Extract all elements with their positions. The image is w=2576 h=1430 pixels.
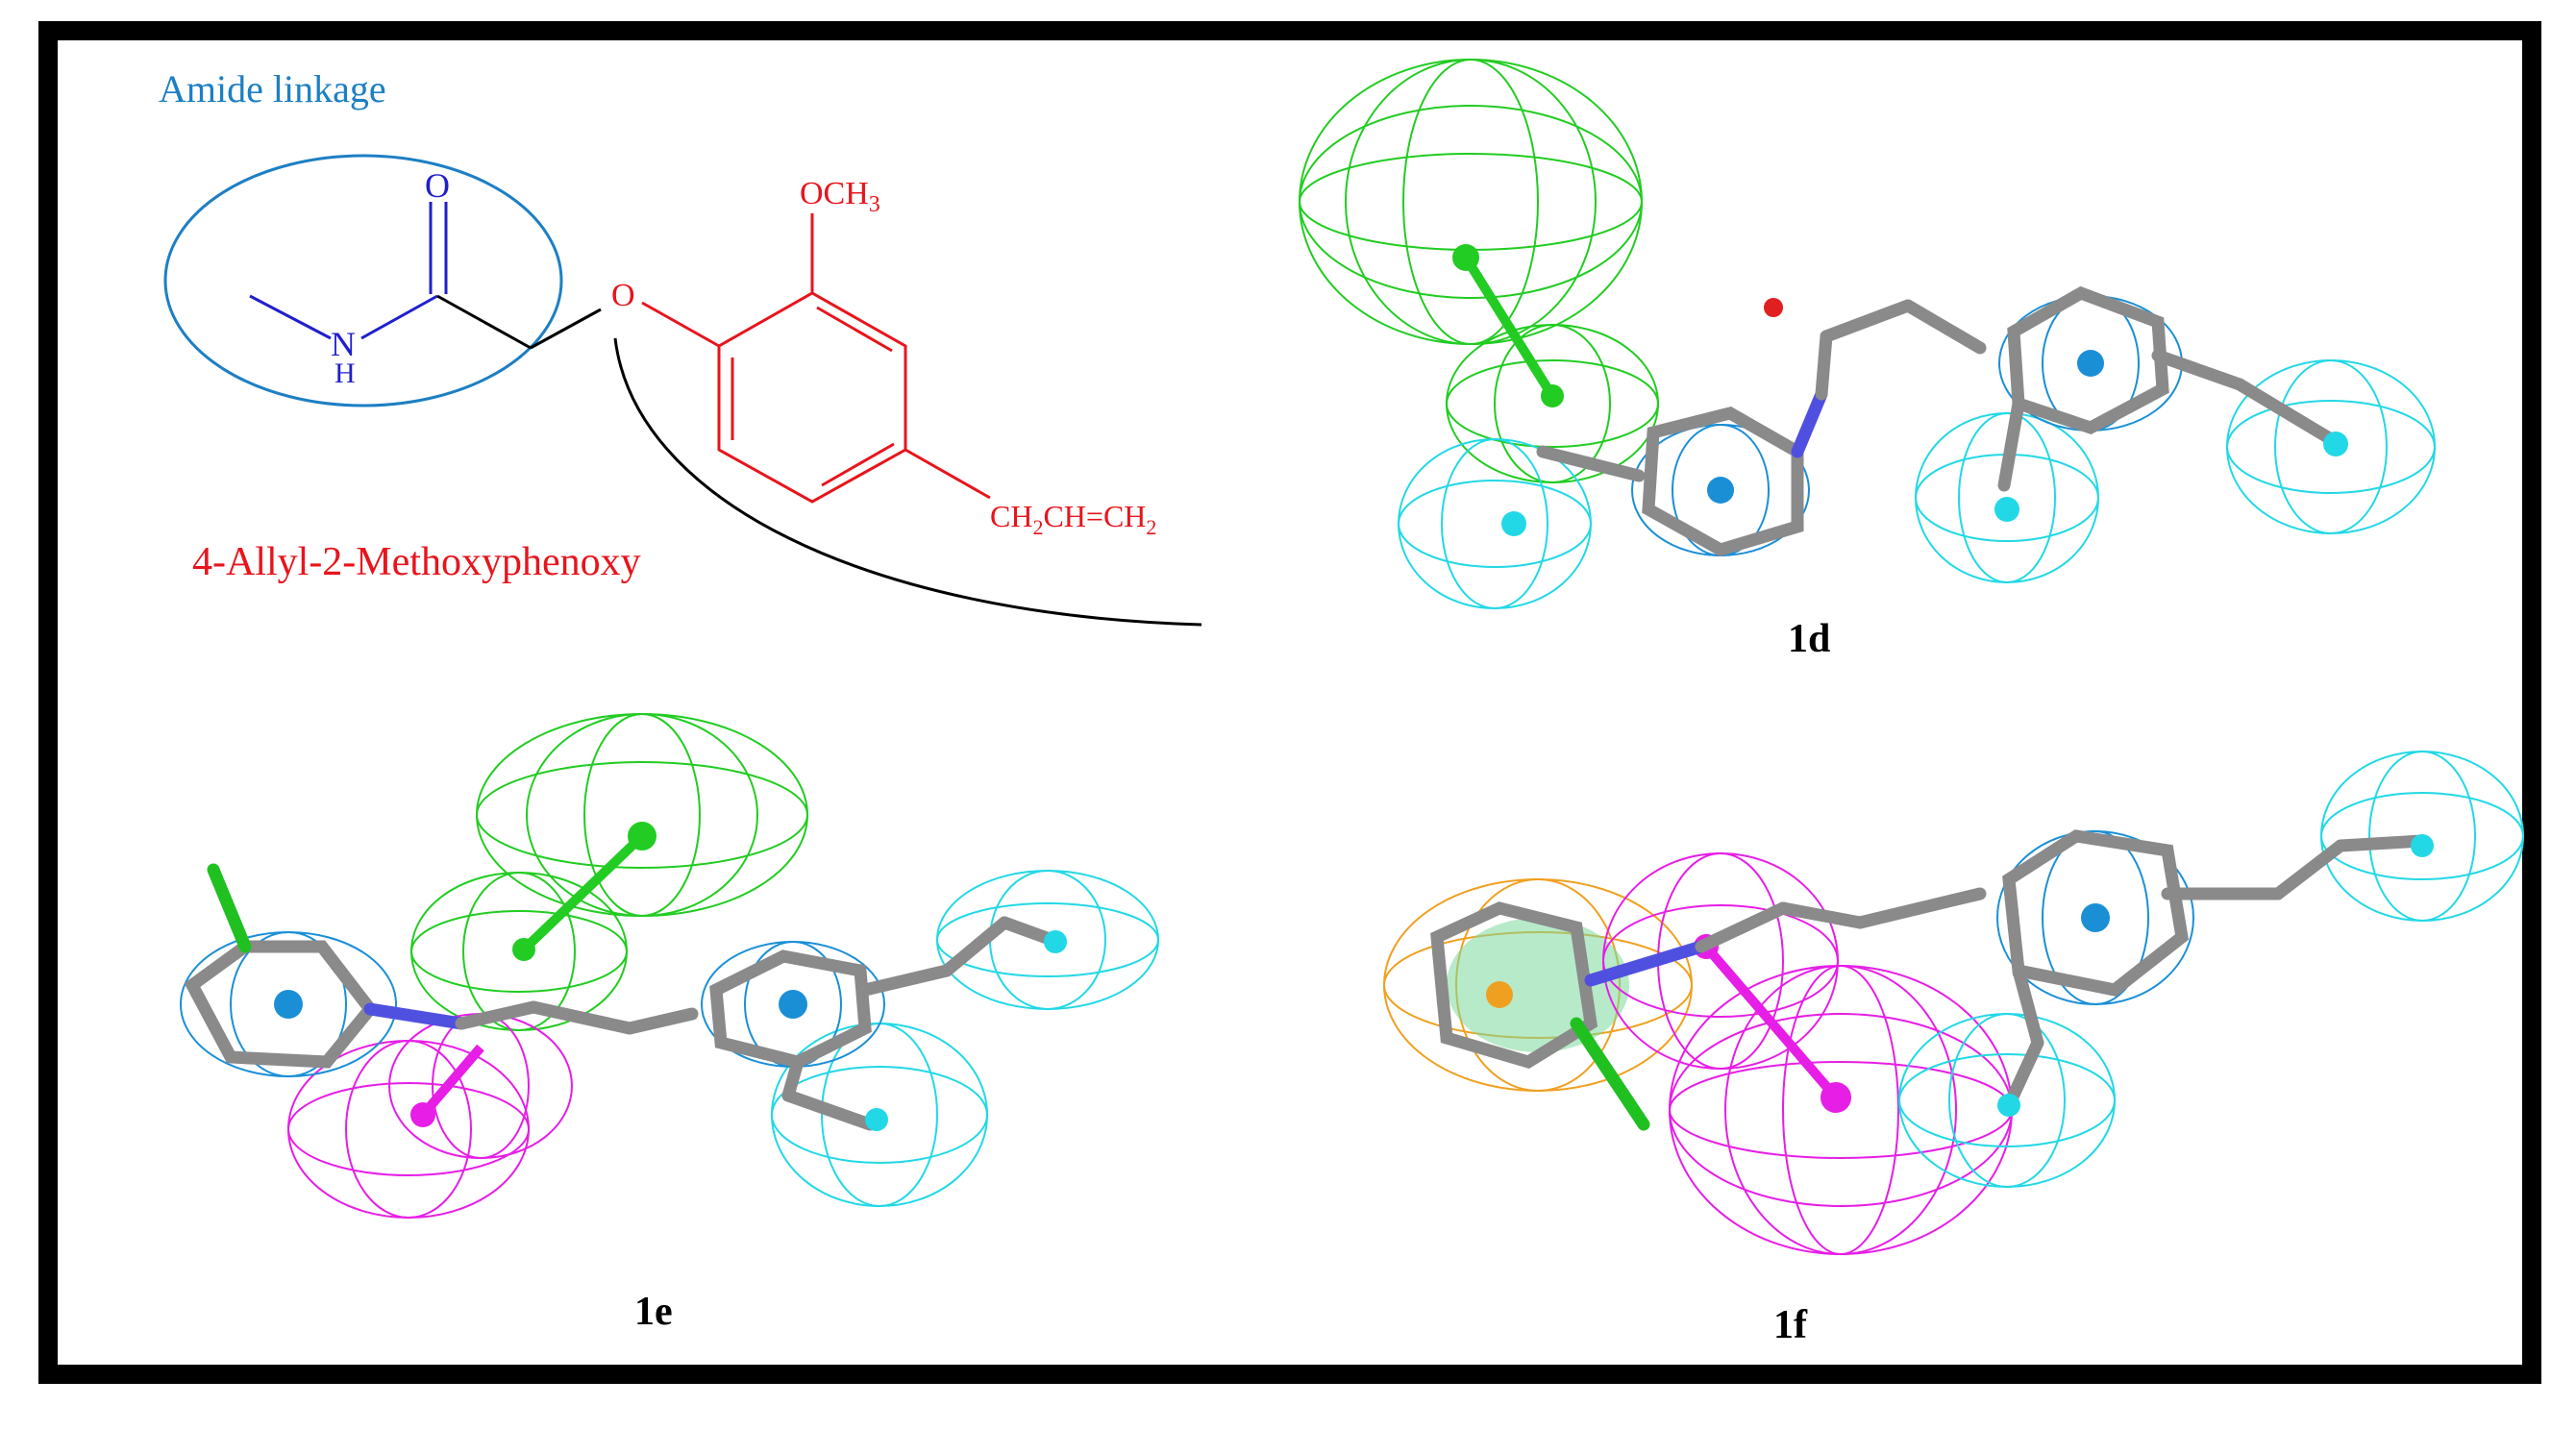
carbonyl-oxygen-atom: O — [425, 166, 450, 205]
molecule-1f-bonds — [1430, 829, 2429, 1112]
molecule-1e-bonds — [184, 916, 1064, 1131]
acceptor-base-1d — [1541, 384, 1564, 407]
panel-label-1f: 1f — [1773, 1303, 1808, 1347]
allyl-ch2-text: CH — [990, 499, 1032, 533]
chemical-schematic: Amide linkage O N H O OCH3 CH2CH=CH2 4-A… — [159, 67, 1202, 627]
acceptor-base-1e — [512, 938, 535, 961]
hydrophobe-centroid-1e-a — [1044, 930, 1067, 953]
molecule-1d-bonds — [1536, 285, 2342, 557]
acceptor-point-1e — [628, 822, 656, 851]
amide-oxygen-bond — [530, 308, 602, 350]
aromatic-ring-spheres-1e — [180, 931, 885, 1077]
hydrophobic-spheres-1e — [771, 870, 1159, 1207]
hydrophobe-centroid-1d-a — [1501, 511, 1526, 536]
hbond-donor-spheres-1f — [1602, 852, 2013, 1255]
ring-centroid-1f-orange — [1486, 981, 1513, 1008]
donor-point-1e — [410, 1102, 435, 1127]
allyl-vinyl-text: CH=CH — [1043, 499, 1146, 533]
panel-1f-model: 1f — [1383, 751, 2524, 1347]
hbond-donor-spheres-1e — [287, 1013, 573, 1219]
connector-curve — [613, 337, 1202, 627]
ring-centroid-1e-a — [274, 990, 303, 1019]
acceptor-point-1d — [1452, 244, 1479, 271]
chlorine-bond-1f — [1570, 1017, 1650, 1131]
hydrophobe-centroid-1f-b — [2411, 834, 2434, 857]
hbond-vector-1d — [1461, 255, 1557, 399]
hbond-acceptor-spheres-1e — [410, 713, 808, 1031]
amide-hydrogen-atom: H — [334, 358, 356, 389]
hbond-vector-1e — [520, 832, 646, 953]
ring-aromatic-plane-1f — [1447, 918, 1629, 1052]
ring-centroid-1d-a — [1707, 477, 1734, 504]
panel-1d-model: 1d — [1299, 59, 2436, 661]
hbond-donor-vector-1e — [419, 1044, 484, 1119]
methoxy-text: OCH — [800, 176, 869, 211]
methoxy-group: OCH3 — [800, 176, 880, 217]
carbonyl-oxygen-1d — [1764, 298, 1783, 317]
allyl-ch2-subscript: 2 — [1032, 515, 1043, 539]
hydrophobe-centroid-1d-b — [1994, 497, 2019, 522]
ring-centroid-1e-b — [779, 990, 807, 1019]
allyl-group: CH2CH=CH2 — [990, 499, 1156, 539]
hydrophobic-spheres-1f — [1898, 751, 2524, 1188]
amide-ch2-bond — [436, 294, 532, 350]
panel-label-1d: 1d — [1788, 617, 1830, 661]
amide-nitrogen-atom: N — [331, 325, 356, 363]
hydrophobe-centroid-1f-a — [1997, 1094, 2020, 1117]
ether-oxygen-atom: O — [611, 278, 635, 313]
aromatic-ring-spheres-1f — [1996, 830, 2194, 1005]
donor-point-1f — [1821, 1082, 1851, 1113]
panel-label-1e: 1e — [634, 1290, 673, 1334]
amide-linkage-label: Amide linkage — [159, 67, 386, 111]
amide-bonds — [249, 202, 448, 340]
amide-linkage-ellipse — [163, 154, 563, 407]
hydrophobic-spheres-1d — [1398, 359, 2436, 609]
methoxy-subscript: 3 — [869, 192, 880, 217]
phenoxy-bonds — [641, 213, 991, 504]
hydrophobe-centroid-1e-b — [865, 1108, 888, 1131]
phenoxy-label: 4-Allyl-2-Methoxyphenoxy — [192, 540, 641, 584]
figure-frame — [38, 21, 2541, 1384]
ring-centroid-1d-b — [2077, 350, 2104, 377]
ring-centroid-1f-blue — [2081, 903, 2110, 932]
panel-1e-model: 1e — [180, 713, 1159, 1334]
hbond-donor-vector-1f — [1702, 943, 1840, 1101]
hydrophobe-centroid-1d-c — [2323, 431, 2348, 456]
allyl-vinyl-subscript: 2 — [1146, 515, 1156, 539]
chlorine-bond-1e — [207, 863, 252, 953]
